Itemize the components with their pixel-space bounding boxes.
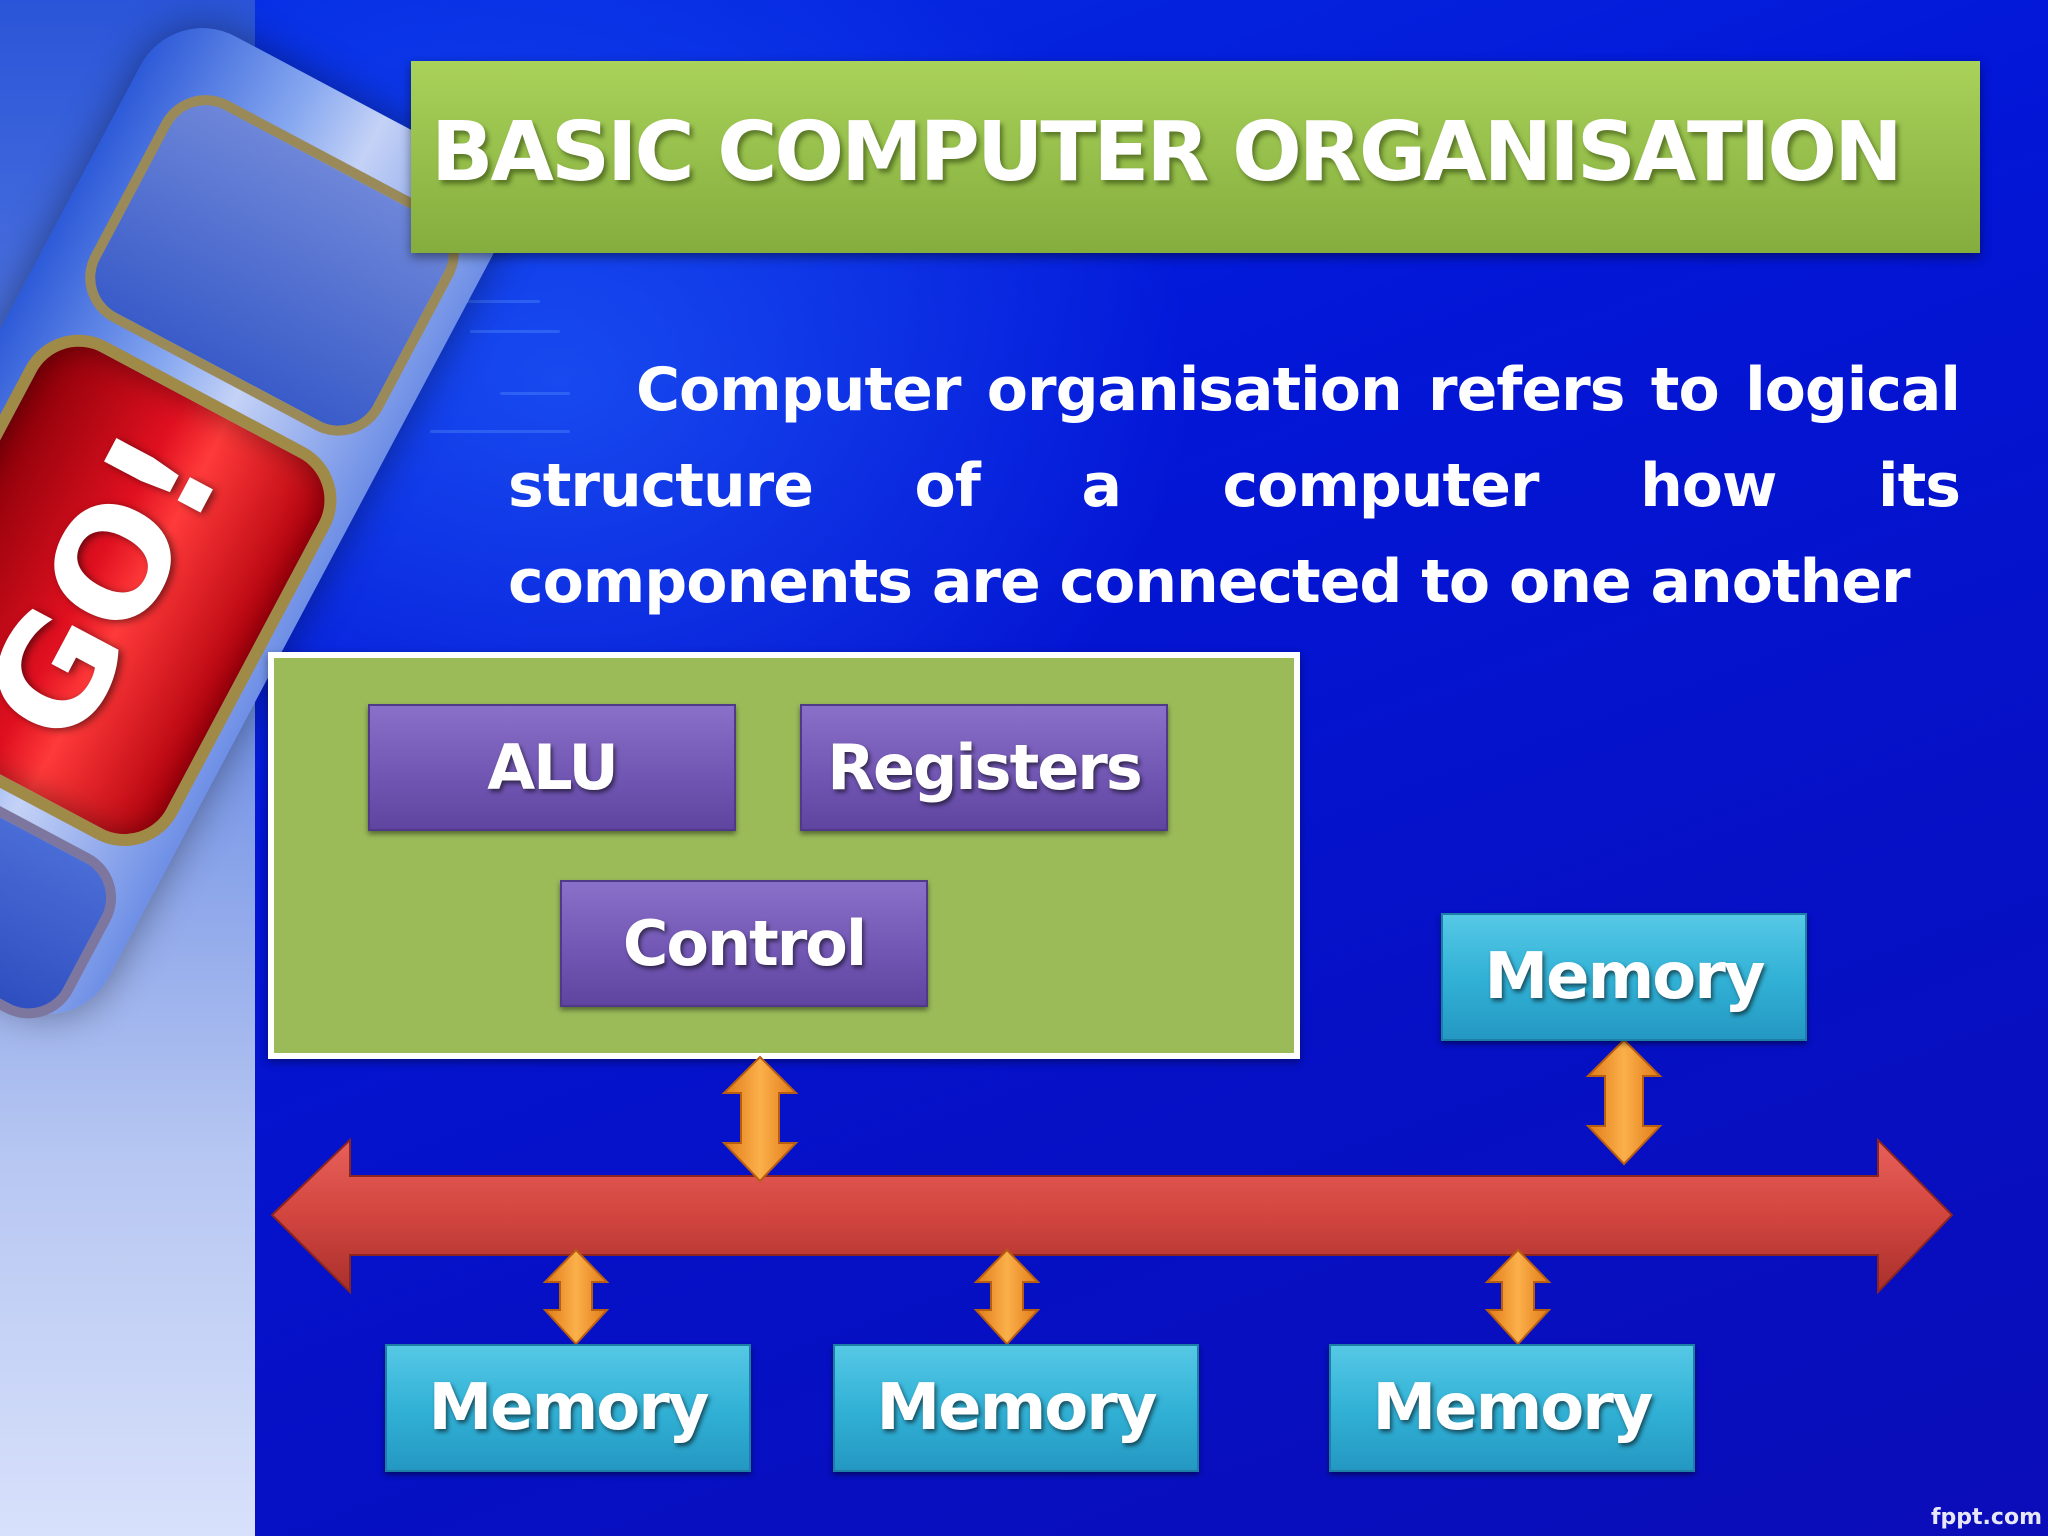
registers-box: Registers <box>800 704 1168 831</box>
system-bus-arrow <box>270 1137 1954 1295</box>
circuit-trace <box>420 300 540 303</box>
alu-box: ALU <box>368 704 736 831</box>
control-box: Control <box>560 880 928 1007</box>
memory-box-3: Memory <box>1329 1344 1695 1472</box>
slide-body-text: Computer organisation refers to logical … <box>508 355 1961 617</box>
circuit-trace <box>500 392 570 395</box>
memory-top-connector-arrow <box>1585 1038 1663 1166</box>
memory-box-top: Memory <box>1441 913 1807 1041</box>
memory-2-connector-arrow <box>973 1248 1041 1346</box>
memory-box-2: Memory <box>833 1344 1199 1472</box>
circuit-trace <box>470 330 560 333</box>
circuit-trace <box>430 430 570 433</box>
go-key-label: GO! <box>0 406 255 770</box>
cpu-bus-connector-arrow <box>721 1055 799 1183</box>
title-banner: BASIC COMPUTER ORGANISATION <box>411 61 1980 253</box>
cpu-box: ALU Registers Control <box>268 652 1300 1059</box>
slide-title: BASIC COMPUTER ORGANISATION <box>431 105 1903 200</box>
memory-1-connector-arrow <box>542 1248 610 1346</box>
memory-3-connector-arrow <box>1484 1248 1552 1346</box>
fppt-watermark: fppt.com <box>1930 1505 2042 1530</box>
memory-box-1: Memory <box>385 1344 751 1472</box>
